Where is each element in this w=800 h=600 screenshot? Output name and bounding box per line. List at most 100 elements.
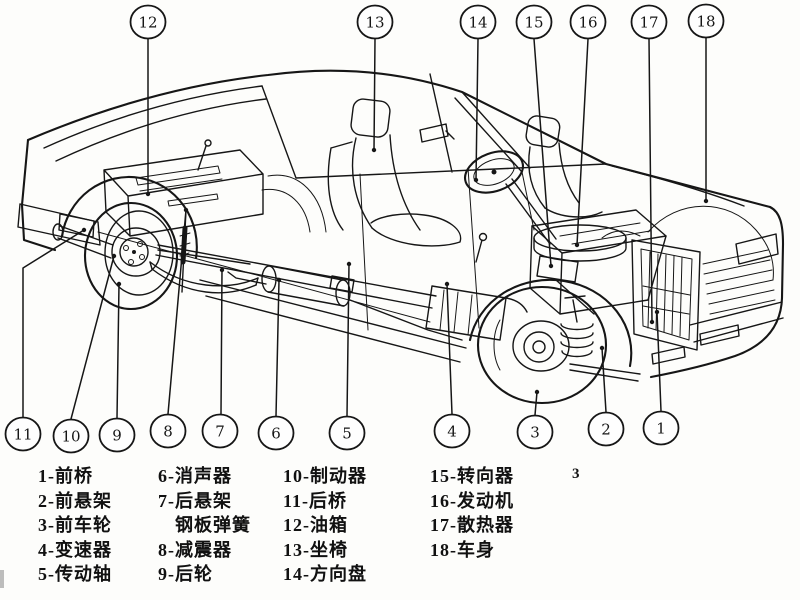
rear-wheel-housing	[261, 174, 327, 233]
callout-circle-6	[257, 415, 295, 451]
leader-line-6	[275, 279, 280, 417]
passenger-seat	[525, 115, 603, 218]
legend-item: 9-后轮	[158, 564, 213, 585]
leader-line-16	[576, 38, 589, 246]
leader-dot-13	[371, 147, 377, 153]
steering-wheel	[464, 150, 557, 245]
legend-item: 1-前桥	[38, 466, 93, 486]
callout-circle-16	[569, 4, 607, 40]
callout-circle-12	[129, 4, 167, 40]
callout-10: 10	[52, 253, 117, 454]
floor-line	[97, 231, 431, 323]
callout-circle-17	[630, 4, 668, 40]
callout-1: 1	[642, 309, 680, 446]
leader-dot-5	[346, 261, 352, 267]
leader-line-1	[656, 311, 662, 412]
transmission	[425, 285, 528, 341]
tailpipe	[227, 271, 267, 285]
leader-dot-12	[145, 191, 151, 197]
callout-16: 16	[569, 4, 607, 248]
leader-line-3	[534, 391, 538, 416]
callout-circle-9	[98, 417, 136, 453]
u-joint	[329, 275, 355, 293]
steering-gear	[536, 255, 595, 315]
car-body	[17, 69, 785, 379]
leader-line-5	[346, 263, 350, 417]
drive-shaft	[155, 244, 437, 309]
leader-dot-10	[111, 253, 117, 259]
leader-dot-14	[473, 177, 479, 183]
callout-6: 6	[257, 277, 295, 451]
callout-number-9: 9	[112, 427, 122, 445]
legend-item: 2-前悬架	[38, 490, 112, 511]
leader-line-17	[648, 38, 653, 323]
leader-line-14	[475, 38, 479, 181]
front-wheel-housing	[647, 205, 774, 281]
callout-number-5: 5	[342, 425, 352, 443]
driver-headrest	[350, 98, 391, 138]
callout-number-4: 4	[447, 423, 457, 441]
callout-number-12: 12	[138, 14, 157, 32]
pillars-beltline	[261, 73, 607, 179]
callout-2: 2	[587, 345, 625, 447]
callout-circle-15	[515, 4, 553, 40]
legend-item: 14-方向盘	[283, 564, 367, 585]
legend-item: 10-制动器	[283, 466, 367, 486]
scan-artifact	[0, 570, 4, 588]
callout-7: 7	[201, 267, 239, 449]
leader-line-8	[167, 209, 187, 415]
callout-12: 12	[129, 4, 167, 197]
leader-line-11	[22, 229, 85, 418]
callout-14: 14	[459, 4, 497, 183]
radiator-hose	[601, 230, 641, 239]
callout-number-13: 13	[365, 14, 384, 32]
callout-circle-11	[4, 416, 42, 452]
fuel-tank	[103, 139, 264, 237]
legend-item: 4-变速器	[38, 539, 112, 560]
front-face	[649, 205, 785, 379]
leader-dot-11	[81, 227, 87, 233]
callout-17: 17	[630, 4, 668, 325]
callout-circle-14	[459, 4, 497, 40]
leader-line-9	[116, 283, 120, 419]
callout-number-15: 15	[524, 14, 543, 32]
legend-item: 钢板弹簧	[175, 515, 251, 536]
rocker-lines	[199, 279, 467, 363]
front-bumper	[651, 301, 784, 365]
leader-dot-4	[444, 281, 450, 287]
callout-8: 8	[149, 207, 189, 449]
leader-line-7	[220, 269, 223, 415]
engine	[529, 209, 667, 315]
leader-line-2	[601, 347, 607, 413]
front-grille	[702, 249, 776, 315]
leader-dot-18	[703, 198, 709, 204]
front-tire	[476, 285, 608, 405]
callout-number-17: 17	[639, 14, 658, 32]
callout-number-14: 14	[468, 14, 487, 32]
leader-line-4	[446, 283, 453, 415]
callout-circle-18	[687, 3, 725, 39]
leader-dot-8	[183, 207, 189, 213]
callout-number-7: 7	[215, 423, 225, 441]
callout-5: 5	[328, 261, 366, 451]
rearview-mirror	[419, 123, 455, 143]
callout-number-1: 1	[656, 420, 666, 438]
leader-line-15	[533, 38, 552, 267]
leader-dot-17	[649, 319, 655, 325]
legend-item: 11-后桥	[283, 490, 348, 511]
fender-top-line	[611, 165, 745, 207]
legend-item: 7-后悬架	[158, 490, 232, 511]
front-rim	[512, 320, 570, 372]
rear-window-band	[43, 85, 267, 162]
leader-line-10	[70, 255, 115, 420]
callout-number-6: 6	[271, 425, 281, 443]
legend-item: 16-发动机	[430, 490, 514, 511]
callout-circle-4	[433, 413, 471, 449]
callout-11: 11	[4, 227, 87, 452]
